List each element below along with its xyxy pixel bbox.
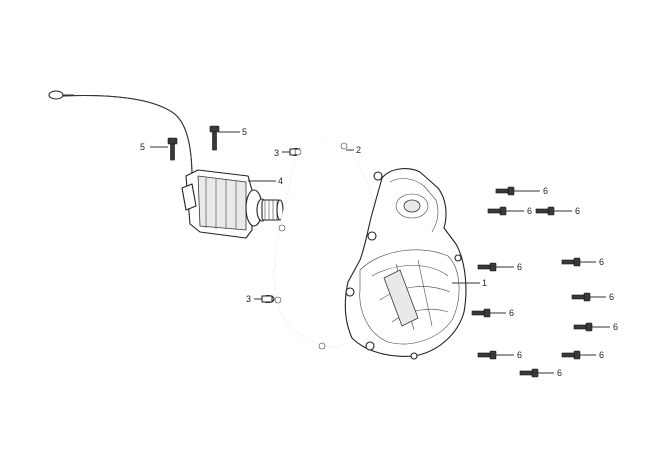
callout-6: 6	[599, 350, 604, 360]
callout-6: 6	[613, 322, 618, 332]
bolt-icon	[519, 368, 539, 378]
callout-4: 4	[278, 176, 283, 186]
starter-motor-icon	[181, 169, 284, 239]
bolt-icon	[571, 292, 591, 302]
callout-5: 5	[140, 142, 145, 152]
callout-6: 6	[599, 257, 604, 267]
bolt-icon	[535, 206, 555, 216]
bolt-icon	[477, 262, 497, 272]
callout-5: 5	[242, 127, 247, 137]
callout-6: 6	[609, 292, 614, 302]
cable-terminal-icon	[48, 90, 64, 100]
callout-6: 6	[557, 368, 562, 378]
leader-lines	[150, 131, 610, 374]
callout-6: 6	[575, 206, 580, 216]
bolt-icon	[561, 257, 581, 267]
callout-3: 3	[274, 148, 279, 158]
bolt-icon	[167, 137, 178, 161]
bolt-icon	[561, 350, 581, 360]
callout-2: 2	[356, 145, 361, 155]
bolt-icon	[573, 322, 593, 332]
callout-6: 6	[517, 262, 522, 272]
callout-3: 3	[246, 294, 251, 304]
bolt-icon	[477, 350, 497, 360]
callout-6: 6	[517, 350, 522, 360]
callout-6: 6	[527, 206, 532, 216]
dowel-pin-icon	[261, 294, 275, 304]
starter-cable	[48, 90, 193, 179]
callout-1: 1	[482, 278, 487, 288]
callout-6: 6	[543, 186, 548, 196]
bolt-icon	[209, 125, 220, 151]
engine-cover-icon	[344, 168, 467, 360]
bolt-icon	[471, 308, 491, 318]
bolt-icon	[495, 186, 515, 196]
bolt-icon	[487, 206, 507, 216]
callout-6: 6	[509, 308, 514, 318]
